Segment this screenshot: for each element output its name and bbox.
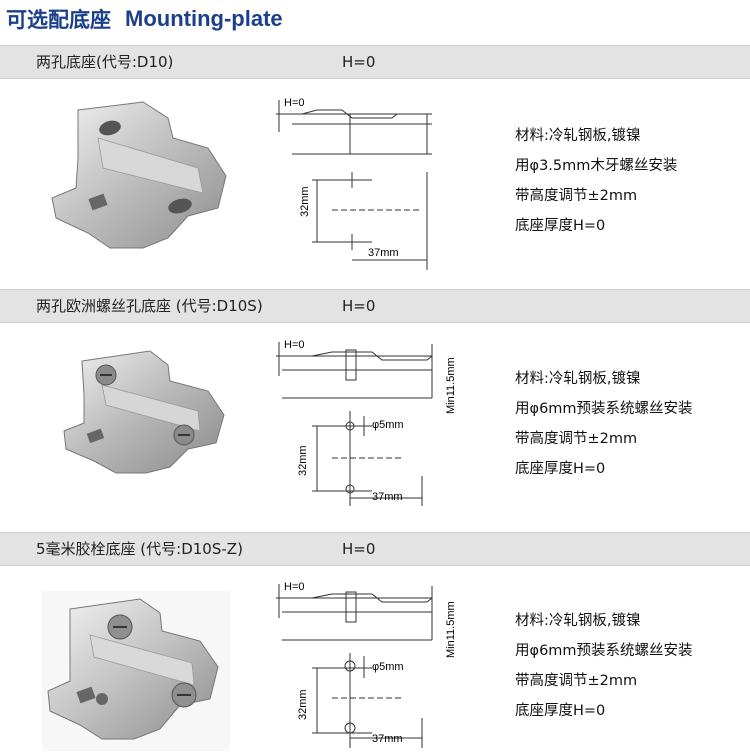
mounting-plate-photo bbox=[63, 350, 225, 474]
product-name: 两孔欧洲螺丝孔底座 (代号:D10S) bbox=[36, 297, 263, 315]
offset-label: 37mm bbox=[368, 247, 399, 259]
title-english: Mounting-plate bbox=[125, 6, 283, 31]
min-depth-label: Min11.5mm bbox=[445, 601, 457, 658]
spec-material: 材料:冷轧钢板,镀镍 bbox=[515, 371, 641, 387]
mounting-plate-photo bbox=[51, 101, 227, 249]
product-name: 5毫米胶栓底座 (代号:D10S-Z) bbox=[36, 540, 243, 558]
spec-height-adjust: 带高度调节±2mm bbox=[515, 673, 638, 689]
technical-drawing: H=0 Min11.5mm φ5mm 32mm 37mm bbox=[276, 581, 457, 748]
min-depth-label: Min11.5mm bbox=[445, 357, 457, 414]
spec-thickness: 底座厚度H=0 bbox=[515, 461, 606, 477]
pitch-label: 32mm bbox=[299, 186, 311, 217]
offset-label: 37mm bbox=[372, 733, 403, 745]
h-label: H=0 bbox=[284, 339, 305, 351]
spec-list: 材料:冷轧钢板,镀镍 用φ6mm预装系统螺丝安装 带高度调节±2mm 底座厚度H… bbox=[515, 364, 693, 484]
mounting-plate-photo bbox=[42, 591, 230, 751]
spec-thickness: 底座厚度H=0 bbox=[515, 218, 606, 234]
hole-diameter-label: φ5mm bbox=[372, 419, 404, 431]
spec-screw: 用φ3.5mm木牙螺丝安装 bbox=[515, 158, 678, 174]
spec-thickness: 底座厚度H=0 bbox=[515, 703, 606, 719]
spec-list: 材料:冷轧钢板,镀镍 用φ6mm预装系统螺丝安装 带高度调节±2mm 底座厚度H… bbox=[515, 606, 693, 726]
offset-label: 37mm bbox=[372, 491, 403, 503]
height-value: H=0 bbox=[342, 540, 376, 558]
section-header-d10s-z: 5毫米胶栓底座 (代号:D10S-Z) H=0 bbox=[0, 532, 750, 566]
product-name: 两孔底座(代号:D10) bbox=[36, 53, 174, 71]
hole-diameter-label: φ5mm bbox=[372, 661, 404, 673]
title-chinese: 可选配底座 bbox=[6, 8, 111, 32]
height-value: H=0 bbox=[342, 297, 376, 315]
h-label: H=0 bbox=[284, 97, 305, 109]
technical-drawing: H=0 Min11.5mm φ5mm 32mm 37mm bbox=[276, 339, 457, 506]
spec-screw: 用φ6mm预装系统螺丝安装 bbox=[515, 401, 693, 417]
spec-list: 材料:冷轧钢板,镀镍 用φ3.5mm木牙螺丝安装 带高度调节±2mm 底座厚度H… bbox=[515, 121, 677, 241]
page-title: 可选配底座 Mounting-plate bbox=[6, 2, 283, 36]
spec-height-adjust: 带高度调节±2mm bbox=[515, 188, 638, 204]
section-header-d10s: 两孔欧洲螺丝孔底座 (代号:D10S) H=0 bbox=[0, 289, 750, 323]
pitch-label: 32mm bbox=[297, 689, 309, 720]
technical-drawing: H=0 32mm 37mm bbox=[276, 97, 432, 270]
spec-height-adjust: 带高度调节±2mm bbox=[515, 431, 638, 447]
spec-material: 材料:冷轧钢板,镀镍 bbox=[515, 613, 641, 629]
pitch-label: 32mm bbox=[297, 445, 309, 476]
h-label: H=0 bbox=[284, 581, 305, 593]
section-header-d10: 两孔底座(代号:D10) H=0 bbox=[0, 45, 750, 79]
spec-screw: 用φ6mm预装系统螺丝安装 bbox=[515, 643, 693, 659]
spec-material: 材料:冷轧钢板,镀镍 bbox=[515, 128, 641, 144]
height-value: H=0 bbox=[342, 53, 376, 71]
